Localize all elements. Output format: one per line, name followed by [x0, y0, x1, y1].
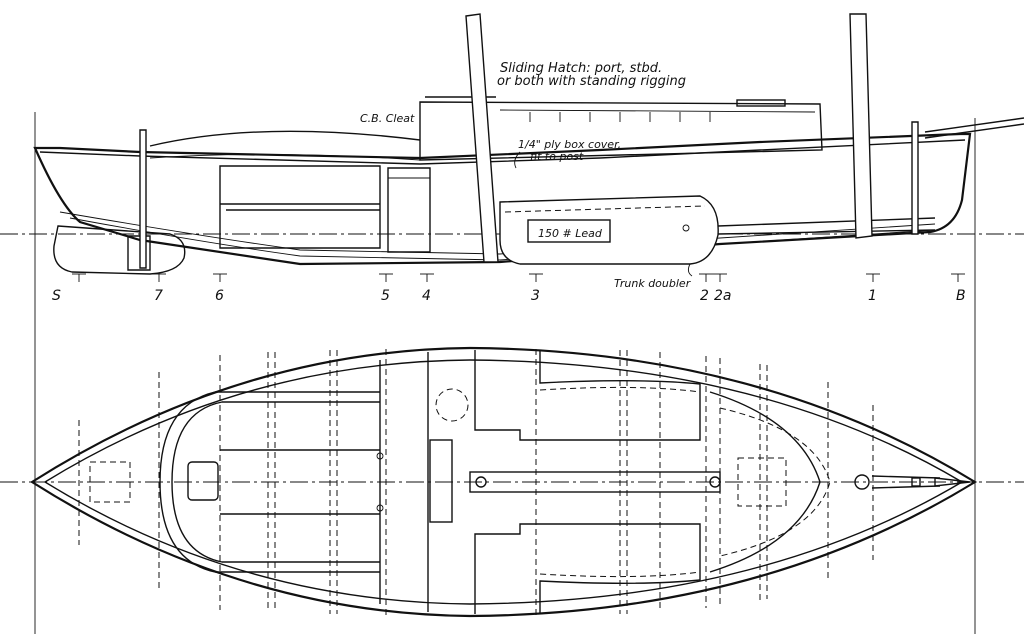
- lead-label-box: [527, 219, 611, 243]
- lead-label: 150 # Lead: [538, 227, 603, 240]
- sheer-line: [39, 139, 966, 165]
- trunk-doubler-leader: [687, 263, 693, 277]
- forward-hatch: [736, 99, 786, 107]
- box-cover-note-2: fit to post: [530, 150, 584, 163]
- aft-hatch-plan: [89, 461, 131, 503]
- companionway: [429, 439, 453, 523]
- cabin-house: [419, 101, 823, 161]
- forward-post: [911, 121, 919, 235]
- fore-mast: [849, 13, 873, 239]
- main-mast: [465, 13, 499, 263]
- stbd-berth: [474, 523, 701, 614]
- station-2: 2: [700, 288, 709, 304]
- station-7: 7: [154, 288, 163, 304]
- profile-view: 150 # Lead Sliding Hatch: port, stbd. or…: [0, 13, 1024, 634]
- station-5: 5: [381, 288, 390, 304]
- station-4: 4: [422, 288, 431, 304]
- box-cover-leader: [514, 151, 521, 169]
- station-6: 6: [215, 288, 224, 304]
- port-berth: [474, 350, 701, 441]
- cabin-top-rail: [499, 109, 816, 113]
- cockpit-outline: [159, 391, 380, 573]
- station-s: S: [52, 288, 61, 304]
- trunk-doubler-note: Trunk doubler: [614, 277, 692, 290]
- plan-view: [0, 346, 1024, 618]
- forward-bunk-line: [717, 217, 936, 227]
- hull-outline: [33, 132, 972, 266]
- aft-bunk: [219, 165, 381, 249]
- sliding-hatch-note-1: Sliding Hatch: port, stbd.: [500, 61, 662, 76]
- forward-cabin-line: [709, 391, 821, 573]
- mizzen-post: [139, 129, 147, 269]
- cabin-rib-ticks: [529, 112, 711, 122]
- ballast-box: [499, 195, 719, 265]
- mast-partner: [854, 474, 870, 490]
- sliding-hatch-note-2: or both with standing rigging: [497, 74, 686, 89]
- station-ticks: [72, 273, 965, 282]
- keel-line: [69, 217, 936, 261]
- station-3: 3: [531, 288, 540, 304]
- bowsprit-plan: [934, 477, 971, 487]
- ballast-pin: [682, 224, 690, 232]
- cb-cleat-note: C.B. Cleat: [360, 112, 415, 125]
- rudder: [53, 225, 186, 275]
- station-b: B: [956, 288, 966, 304]
- station-2a: 2a: [714, 288, 732, 304]
- coaming-lower: [149, 154, 421, 161]
- plan-hull-outline: [29, 346, 978, 618]
- ballast-dash: [504, 205, 706, 213]
- plan-station-lines: [78, 349, 874, 615]
- bowsprit: [924, 117, 1024, 133]
- chine-line: [59, 211, 936, 255]
- station-1: 1: [868, 288, 877, 304]
- plan-sheer-inner: [43, 359, 964, 605]
- forward-deck-dash: [719, 407, 831, 557]
- box-cover-note-1: 1/4" ply box cover,: [518, 138, 621, 151]
- tiller-head: [187, 461, 219, 501]
- deck-plate: [435, 388, 469, 422]
- cabin-step: [387, 167, 431, 253]
- fwd-hatch-plan: [737, 457, 787, 507]
- aft-coaming: [149, 130, 421, 147]
